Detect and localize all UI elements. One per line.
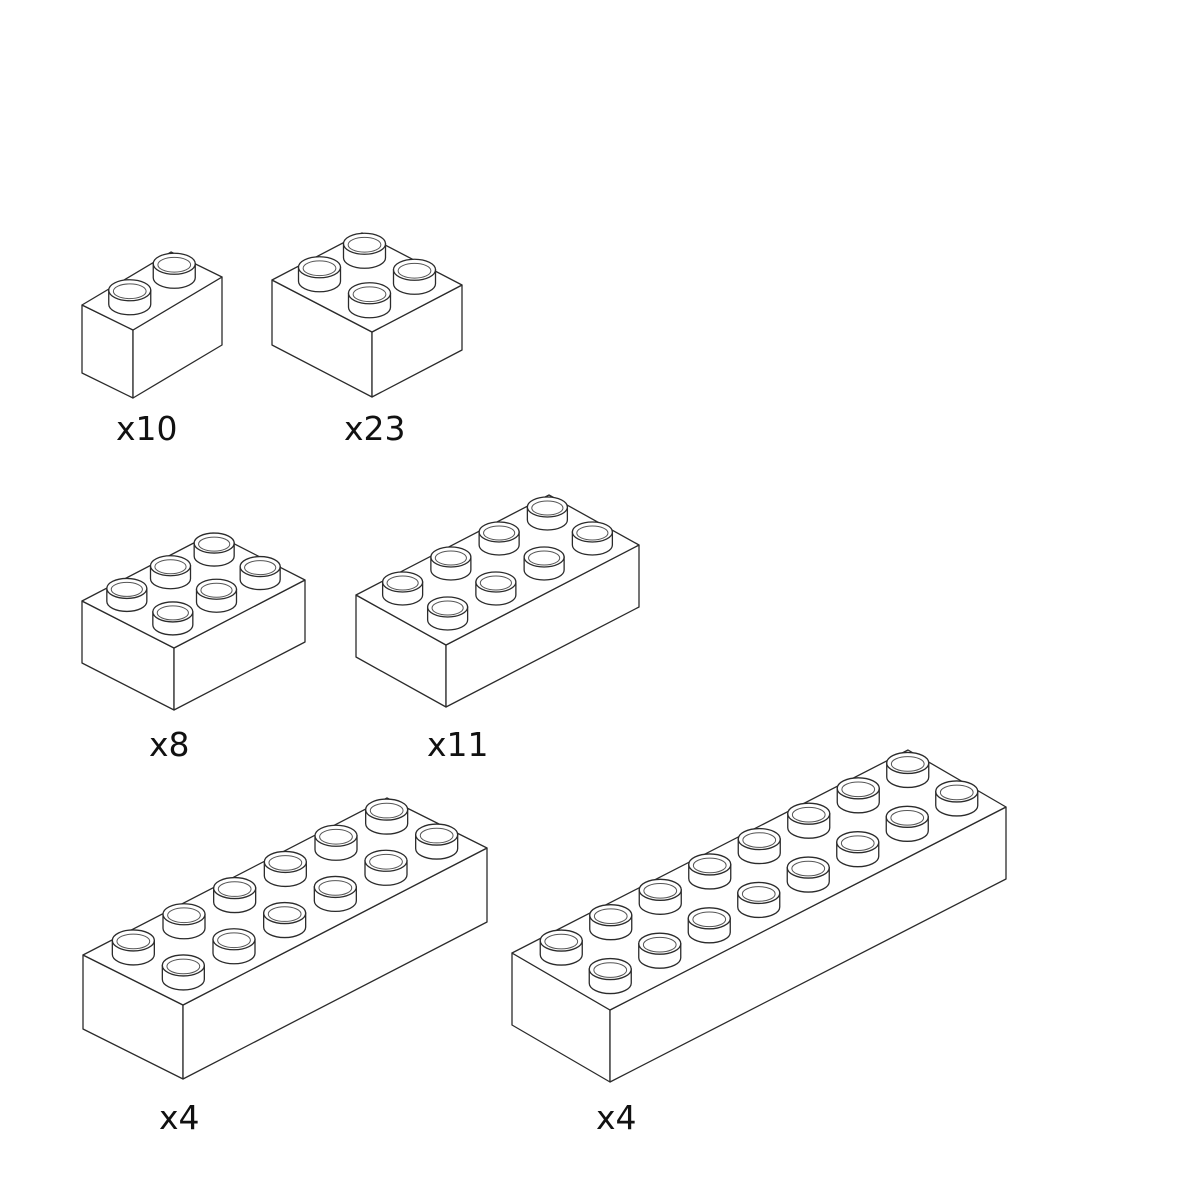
quantity-label-2x1: x10 [116,409,178,448]
stud-icon [589,904,633,941]
stud-icon [365,798,409,835]
stud-icon [539,929,583,966]
brick-2x1-icon [81,251,223,399]
stud-icon [415,823,459,860]
stud-icon [239,555,281,591]
brick-2x3-icon [81,532,306,711]
stud-icon [195,578,238,613]
stud-icon [786,856,830,893]
brick-2x4-icon [355,494,640,708]
brick-top-face [511,749,1007,1011]
stud-icon [347,282,392,319]
stud-icon [297,256,342,293]
stud-icon [737,881,781,919]
stud-icon [478,521,520,556]
stud-icon [213,876,257,914]
stud-icon [571,521,614,556]
stud-icon [381,571,424,606]
stud-icon [149,555,192,590]
stud-icon [638,932,682,969]
stud-icon [886,751,930,789]
quantity-label-2x6: x4 [159,1098,200,1137]
quantity-label-2x4: x11 [427,725,489,764]
stud-icon [836,831,880,868]
stud-icon [935,780,979,817]
stud-icon [426,596,469,631]
stud-icon [737,827,781,865]
stud-icon [364,849,408,886]
brick-2x8-icon [511,749,1007,1083]
stud-icon [108,279,152,316]
stud-icon [523,546,565,581]
stud-icon [152,252,196,289]
stud-icon [161,954,205,991]
stud-icon [314,824,358,861]
stud-icon [106,577,148,613]
stud-icon [392,258,437,295]
stud-icon [787,802,831,839]
quantity-label-2x2: x23 [344,409,406,448]
stud-icon [475,571,517,606]
quantity-label-2x8: x4 [596,1098,637,1137]
stud-icon [588,957,632,995]
quantity-label-2x3: x8 [149,725,190,764]
stud-icon [212,928,256,965]
brick-2x2-icon [271,232,463,398]
stud-icon [263,901,307,939]
stud-icon [526,496,569,531]
stud-icon [430,546,472,581]
stud-icon [313,875,357,913]
stud-icon [162,903,206,940]
stud-icon [193,532,235,567]
stud-icon [342,232,387,269]
stud-icon [111,929,155,966]
brick-top-face [355,494,640,646]
stud-icon [263,850,307,888]
stud-icon [836,777,880,814]
brick-2x6-icon [82,797,488,1080]
stud-icon [885,805,929,842]
stud-icon [638,878,682,915]
stud-icon [152,601,194,636]
stud-icon [688,853,732,890]
stud-icon [687,907,731,944]
